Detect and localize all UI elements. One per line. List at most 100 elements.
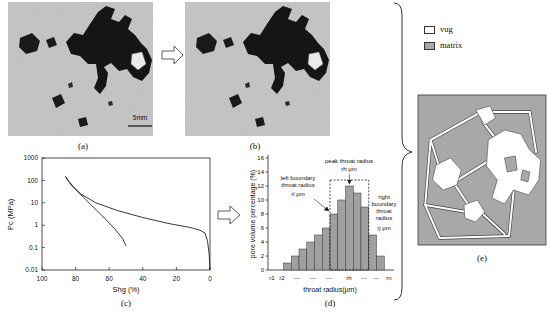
- throat-histogram: [349, 174, 350, 184]
- annotation: peak throat radius: [325, 158, 373, 165]
- throat-histogram: [266, 158, 269, 159]
- network-model: [490, 110, 530, 114]
- network-model: [431, 114, 478, 140]
- tick-label: 16: [257, 155, 264, 162]
- network-model: [432, 158, 461, 190]
- throat-histogram: [346, 186, 354, 270]
- tick-label: 10: [257, 197, 264, 204]
- tick-label: 2: [261, 253, 264, 260]
- capillary-pressure-chart: [42, 158, 210, 270]
- block-arrow: [218, 206, 240, 224]
- throat-histogram: [266, 256, 269, 257]
- tick-label: ---: [326, 275, 332, 282]
- annotation: left boundary throat radius: [274, 175, 322, 189]
- network-model: [530, 112, 536, 152]
- tick-label: r1: [269, 275, 274, 282]
- block-arrow: [162, 46, 183, 64]
- tick-label: 0: [208, 275, 212, 282]
- capillary-pressure-chart: [42, 158, 45, 159]
- capillary-pressure-chart: [66, 177, 211, 271]
- throat-histogram: [266, 186, 269, 187]
- axis-title: Pc (MPa): [8, 198, 17, 229]
- legend-text: matrix: [440, 41, 462, 51]
- tick-label: ---: [373, 275, 379, 282]
- network-model: [530, 112, 536, 152]
- axis-title: throat radius(μm): [303, 286, 356, 294]
- tick-label: ---: [294, 275, 300, 282]
- tick-label: 100: [27, 177, 38, 184]
- tick-label: 100: [37, 275, 48, 282]
- annotation: right boundary throat radius: [370, 194, 398, 222]
- network-model: [483, 214, 505, 234]
- axis-title: pore volume percentage (%): [249, 170, 257, 258]
- annotation: rl μm: [291, 191, 304, 198]
- tick-label: 0.01: [25, 266, 38, 273]
- tick-label: rh: [346, 275, 351, 282]
- tick-label: 0.1: [29, 244, 38, 251]
- network-model: [458, 160, 490, 180]
- network-model: [425, 140, 430, 205]
- network-model: [418, 95, 546, 245]
- throat-histogram: [266, 200, 269, 201]
- network-model: [456, 186, 469, 205]
- throat-histogram: [266, 172, 269, 173]
- network-model: [456, 186, 469, 205]
- panel-label: (c): [121, 298, 131, 308]
- rock-image-a: [8, 2, 153, 136]
- throat-histogram: [353, 193, 361, 270]
- capillary-pressure-chart: [42, 267, 43, 270]
- network-model: [458, 160, 490, 180]
- throat-histogram: [322, 228, 330, 270]
- legend-swatch: [424, 42, 435, 50]
- network-model: [425, 205, 439, 238]
- capillary-pressure-chart: [42, 158, 210, 270]
- network-model: [490, 111, 530, 113]
- network-model: [464, 200, 485, 222]
- capillary-pressure-chart: [142, 267, 143, 270]
- capillary-pressure-chart: [42, 247, 45, 248]
- tick-label: 4: [261, 239, 264, 246]
- network-model: [509, 192, 514, 236]
- network-model: [425, 205, 466, 212]
- throat-histogram: [314, 199, 329, 211]
- capillary-pressure-chart: [176, 267, 177, 270]
- tick-label: 1000: [24, 154, 38, 161]
- tick-label: 40: [139, 275, 146, 282]
- throat-histogram: [315, 235, 323, 270]
- scale-label: 5mm: [133, 114, 147, 121]
- network-model: [487, 130, 541, 204]
- network-model: [425, 205, 439, 238]
- tick-label: 80: [72, 275, 79, 282]
- throat-histogram: [266, 228, 269, 229]
- throat-histogram: [330, 180, 369, 270]
- throat-histogram: [266, 242, 269, 243]
- throat-histogram: [266, 214, 269, 215]
- throat-histogram: [299, 249, 307, 270]
- capillary-pressure-chart: [42, 202, 45, 203]
- tick-label: ---: [361, 275, 367, 282]
- axis-title: Shg (%): [112, 286, 139, 295]
- tick-label: ---: [310, 275, 316, 282]
- panel-label: (d): [325, 298, 336, 308]
- scale-bar: [128, 125, 152, 126]
- network-model: [418, 95, 546, 245]
- tick-label: 10: [31, 199, 38, 206]
- tick-label: 12: [257, 183, 264, 190]
- network-model: [521, 170, 530, 182]
- capillary-pressure-chart: [109, 267, 110, 270]
- rock-image-a: [8, 2, 153, 136]
- throat-histogram: [369, 235, 377, 270]
- panel-label: (a): [78, 141, 88, 151]
- throat-histogram: [330, 214, 338, 270]
- tick-label: 14: [257, 169, 264, 176]
- panel-label: (b): [250, 141, 261, 151]
- network-model: [483, 214, 505, 234]
- tick-label: 8: [261, 211, 264, 218]
- network-model: [425, 205, 466, 212]
- tick-label: 0: [261, 267, 264, 274]
- legend-text: vug: [440, 25, 453, 35]
- network-model: [440, 236, 509, 238]
- throat-histogram: [307, 242, 315, 270]
